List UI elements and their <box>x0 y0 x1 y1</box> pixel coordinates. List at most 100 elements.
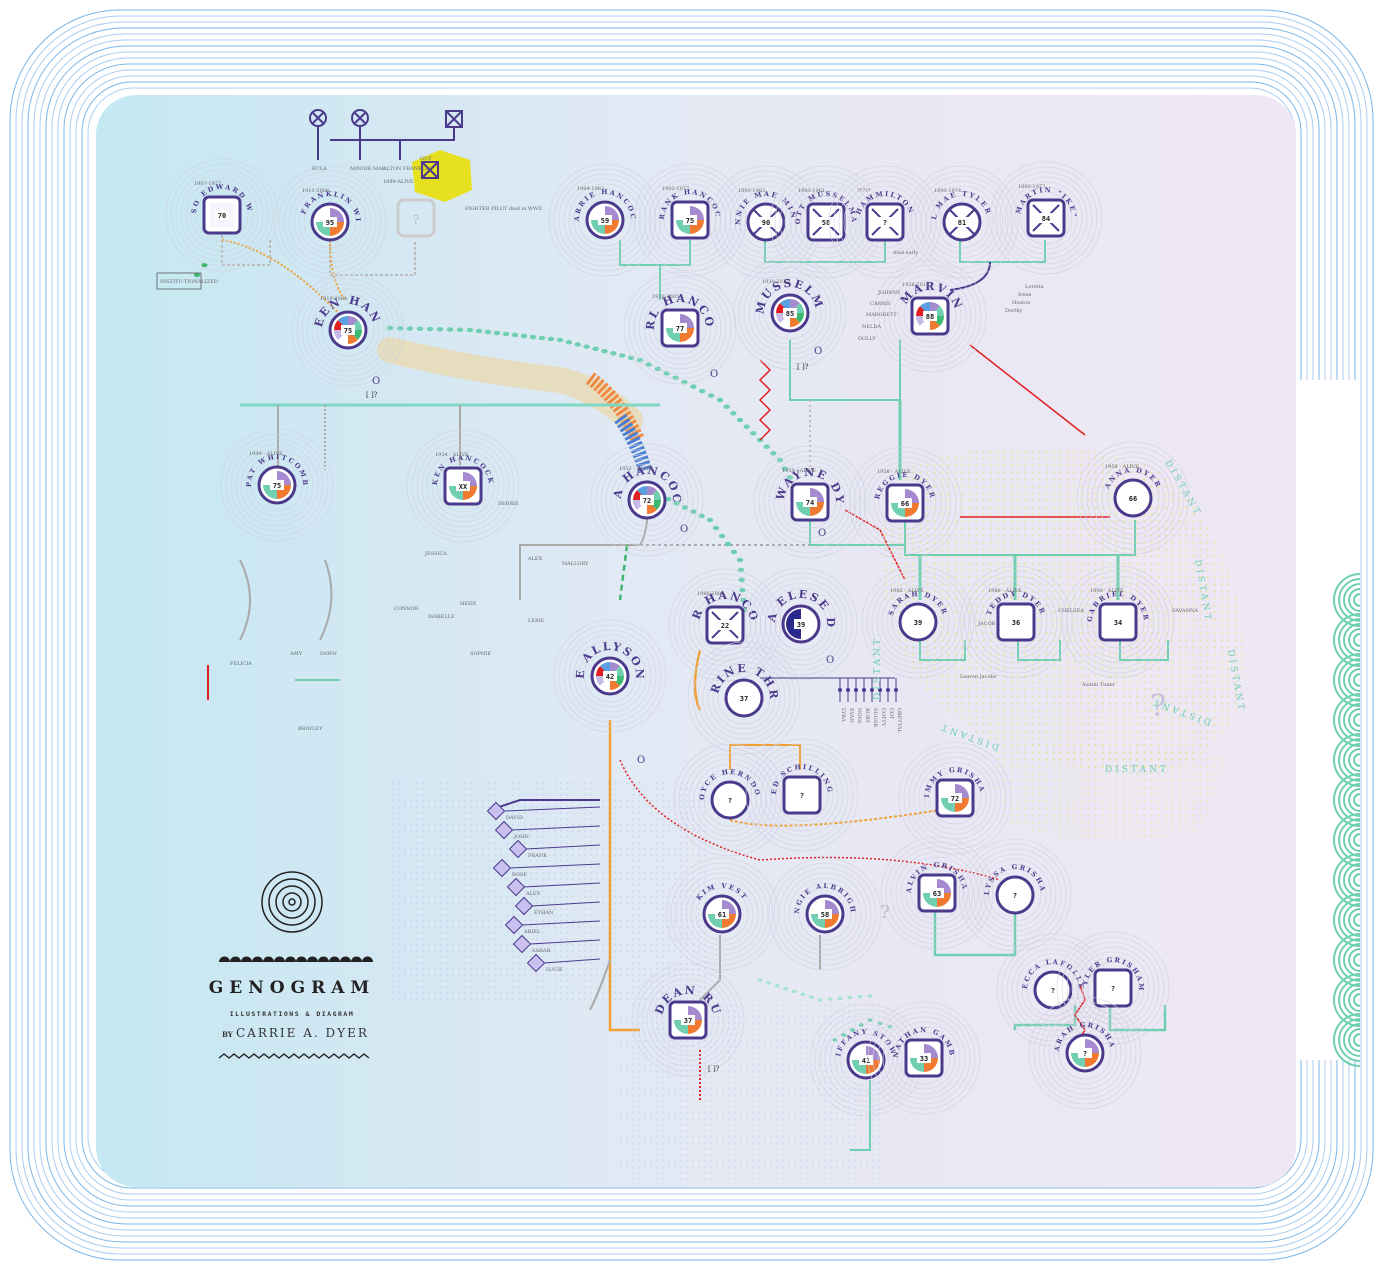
halo-ring <box>880 836 994 950</box>
child-diamond <box>504 915 524 935</box>
halo-ring <box>316 298 380 362</box>
child-name: ARIEL <box>523 929 541 935</box>
bead <box>511 332 519 338</box>
label-dolly: DOLLY <box>858 336 876 342</box>
bead <box>538 335 546 341</box>
person-age: ? <box>1111 985 1115 993</box>
halo-ring <box>230 438 324 532</box>
child-diamond <box>508 839 528 859</box>
child-diamond <box>494 820 514 840</box>
halo-ring <box>1019 191 1073 245</box>
grandchild-dot <box>838 688 842 692</box>
age-badge <box>683 215 697 225</box>
person-dates: 1911-2006 <box>302 188 329 194</box>
age-badge <box>818 909 832 919</box>
grandchild-name: LYRA <box>840 708 846 722</box>
halo-ring <box>670 862 774 966</box>
teal-arc <box>1333 733 1361 787</box>
bead <box>502 331 510 337</box>
unknown-marker-2: ? <box>880 902 890 923</box>
zero-marker-7: O <box>637 755 645 766</box>
halo-ring <box>988 868 1042 922</box>
teal-arc <box>1348 1028 1361 1052</box>
person-dates: 1904-1963 <box>577 186 604 192</box>
halo-ring <box>306 288 390 372</box>
halo-ring <box>568 183 642 257</box>
bead <box>645 362 653 367</box>
halo-ring <box>1071 946 1155 1030</box>
zero-marker-6: O <box>826 655 834 666</box>
person-age: 90 <box>762 219 770 227</box>
child-diamond <box>486 801 506 821</box>
age-badge <box>955 217 969 227</box>
child-sarah: SARAH <box>512 934 601 954</box>
teal-arc <box>1348 708 1361 732</box>
bead <box>416 326 424 331</box>
halo-ring <box>900 856 974 930</box>
halo-ring <box>799 195 853 249</box>
halo-ring <box>1061 936 1165 1040</box>
halo-ring <box>190 183 254 247</box>
halo-ring <box>688 588 762 662</box>
teal-arc <box>1333 1013 1361 1067</box>
person-dates: 1930-2015 <box>762 279 789 285</box>
halo-ring <box>436 459 490 513</box>
bead <box>743 424 750 429</box>
halo-ring <box>633 163 747 277</box>
age-badge <box>737 693 751 703</box>
child-name: ROSE <box>512 872 527 878</box>
child-name: ETHAN <box>534 910 554 916</box>
scallop <box>296 956 307 962</box>
halo-ring <box>828 165 942 279</box>
teal-arc <box>1348 588 1361 612</box>
halo-ring <box>638 286 722 370</box>
bead <box>466 327 474 333</box>
halo-ring <box>698 598 752 652</box>
halo-ring <box>648 178 732 262</box>
halo-ring <box>283 175 377 269</box>
label-jessica: JESSICA <box>424 551 447 557</box>
bead <box>663 371 670 376</box>
child-diamond <box>512 934 532 954</box>
bead <box>791 989 797 994</box>
halo-ring <box>994 166 1098 270</box>
halo-ring <box>690 882 754 946</box>
halo-ring <box>1061 565 1175 679</box>
halo-ring <box>903 289 957 343</box>
child-name: ALEX <box>525 891 541 897</box>
halo-ring <box>915 175 1009 269</box>
bead <box>730 549 738 555</box>
teal-arc <box>1353 993 1361 1007</box>
person-dates: 1988 - ALIVE <box>988 588 1022 594</box>
grandchild-dot <box>862 688 866 692</box>
misc-markers: ? ? ? [ ]? [ ]? [ ]? O O O O O O O <box>366 198 1166 1073</box>
teal-arc <box>1333 693 1361 747</box>
zero-marker-5: O <box>680 524 688 535</box>
halo-ring <box>867 1001 981 1115</box>
bead <box>601 348 608 354</box>
label-johnny: JOHNNY <box>877 290 901 296</box>
bead <box>681 505 689 510</box>
halo-ring <box>646 978 730 1062</box>
halo-ring <box>910 170 1014 274</box>
halo-ring <box>829 1023 903 1097</box>
scallop <box>351 956 362 962</box>
halo-ring <box>610 463 684 537</box>
teal-arc <box>1333 653 1361 707</box>
halo-ring <box>683 583 767 667</box>
halo-ring <box>1081 956 1145 1020</box>
bead <box>774 983 780 988</box>
bead <box>520 333 528 339</box>
grandchild-sugar: SUGAR <box>870 678 878 727</box>
halo-ring <box>1066 570 1170 674</box>
grandchild-name: EVAN <box>848 708 854 724</box>
halo-ring <box>633 281 727 375</box>
halo-ring <box>553 168 657 272</box>
halo-ring <box>887 1021 961 1095</box>
teal-arc <box>1338 938 1361 982</box>
halo-ring <box>892 1026 956 1090</box>
halo-ring <box>1038 1006 1132 1100</box>
bead <box>426 326 434 332</box>
halo-ring <box>873 259 987 373</box>
